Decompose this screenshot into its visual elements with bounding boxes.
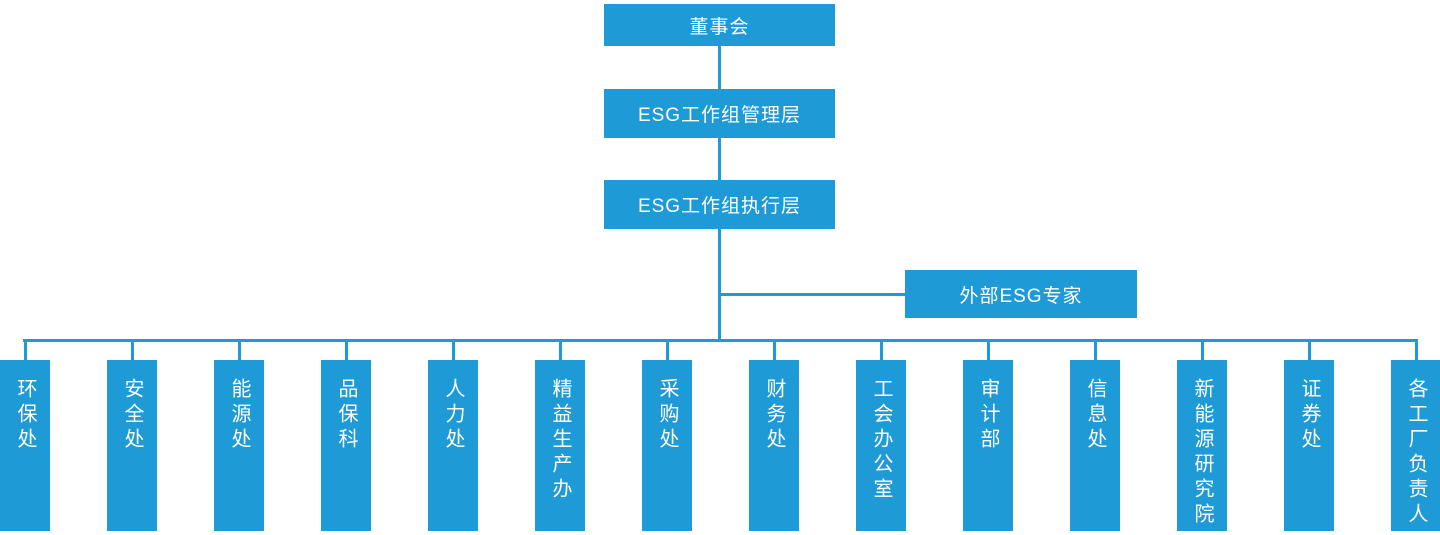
org-node-department-2: 能源处 — [214, 360, 264, 531]
connector-departments-row — [23, 339, 1417, 342]
department-label: 证券处 — [1298, 378, 1320, 453]
org-node-esg-execution-label: ESG工作组执行层 — [637, 196, 802, 217]
connector-department-drop-6 — [665, 339, 669, 361]
department-label: 财务处 — [763, 378, 785, 453]
org-node-department-0: 环保处 — [0, 360, 50, 531]
department-label: 品保科 — [335, 378, 357, 453]
org-node-esg-management-label: ESG工作组管理层 — [637, 105, 802, 126]
org-node-department-8: 工会办公室 — [856, 360, 906, 531]
department-label: 信息处 — [1084, 378, 1106, 453]
connector-department-drop-1 — [130, 339, 134, 361]
connector-department-drop-0 — [23, 339, 27, 361]
org-node-esg-execution: ESG工作组执行层 — [604, 180, 835, 229]
connector-department-drop-12 — [1307, 339, 1311, 361]
org-node-department-7: 财务处 — [749, 360, 799, 531]
connector-department-drop-9 — [986, 339, 990, 361]
department-label: 能源处 — [228, 378, 250, 453]
connector-management-execution — [718, 138, 721, 180]
connector-department-drop-2 — [237, 339, 241, 361]
org-node-department-13: 各工厂负责人 — [1391, 360, 1440, 531]
org-node-department-5: 精益生产办 — [535, 360, 585, 531]
department-label: 采购处 — [656, 378, 678, 453]
department-label: 审计部 — [977, 378, 999, 453]
org-node-external-expert: 外部ESG专家 — [905, 270, 1137, 318]
connector-department-drop-10 — [1093, 339, 1097, 361]
org-node-board-label: 董事会 — [689, 16, 750, 38]
org-node-external-expert-label: 外部ESG专家 — [959, 285, 1083, 307]
connector-department-drop-3 — [344, 339, 348, 361]
org-node-department-9: 审计部 — [963, 360, 1013, 531]
org-node-department-12: 证券处 — [1284, 360, 1334, 531]
org-node-department-4: 人力处 — [428, 360, 478, 531]
org-node-department-3: 品保科 — [321, 360, 371, 531]
org-node-department-10: 信息处 — [1070, 360, 1120, 531]
department-label: 工会办公室 — [870, 378, 892, 503]
department-label: 新能源研究院 — [1191, 378, 1213, 528]
org-node-department-1: 安全处 — [107, 360, 157, 531]
department-label: 人力处 — [442, 378, 464, 453]
connector-department-drop-11 — [1200, 339, 1204, 361]
connector-execution-trunk — [718, 229, 721, 342]
org-node-department-11: 新能源研究院 — [1177, 360, 1227, 531]
connector-department-drop-8 — [879, 339, 883, 361]
org-node-department-6: 采购处 — [642, 360, 692, 531]
department-label: 环保处 — [14, 378, 36, 453]
connector-department-drop-7 — [772, 339, 776, 361]
department-label: 各工厂负责人 — [1405, 378, 1427, 528]
connector-external-expert-branch — [719, 293, 905, 296]
connector-department-drop-13 — [1414, 339, 1418, 361]
department-label: 精益生产办 — [549, 378, 571, 503]
org-node-board: 董事会 — [604, 4, 835, 46]
connector-board-management — [718, 46, 721, 89]
connector-department-drop-5 — [558, 339, 562, 361]
connector-department-drop-4 — [451, 339, 455, 361]
org-node-esg-management: ESG工作组管理层 — [604, 89, 835, 138]
department-label: 安全处 — [121, 378, 143, 453]
